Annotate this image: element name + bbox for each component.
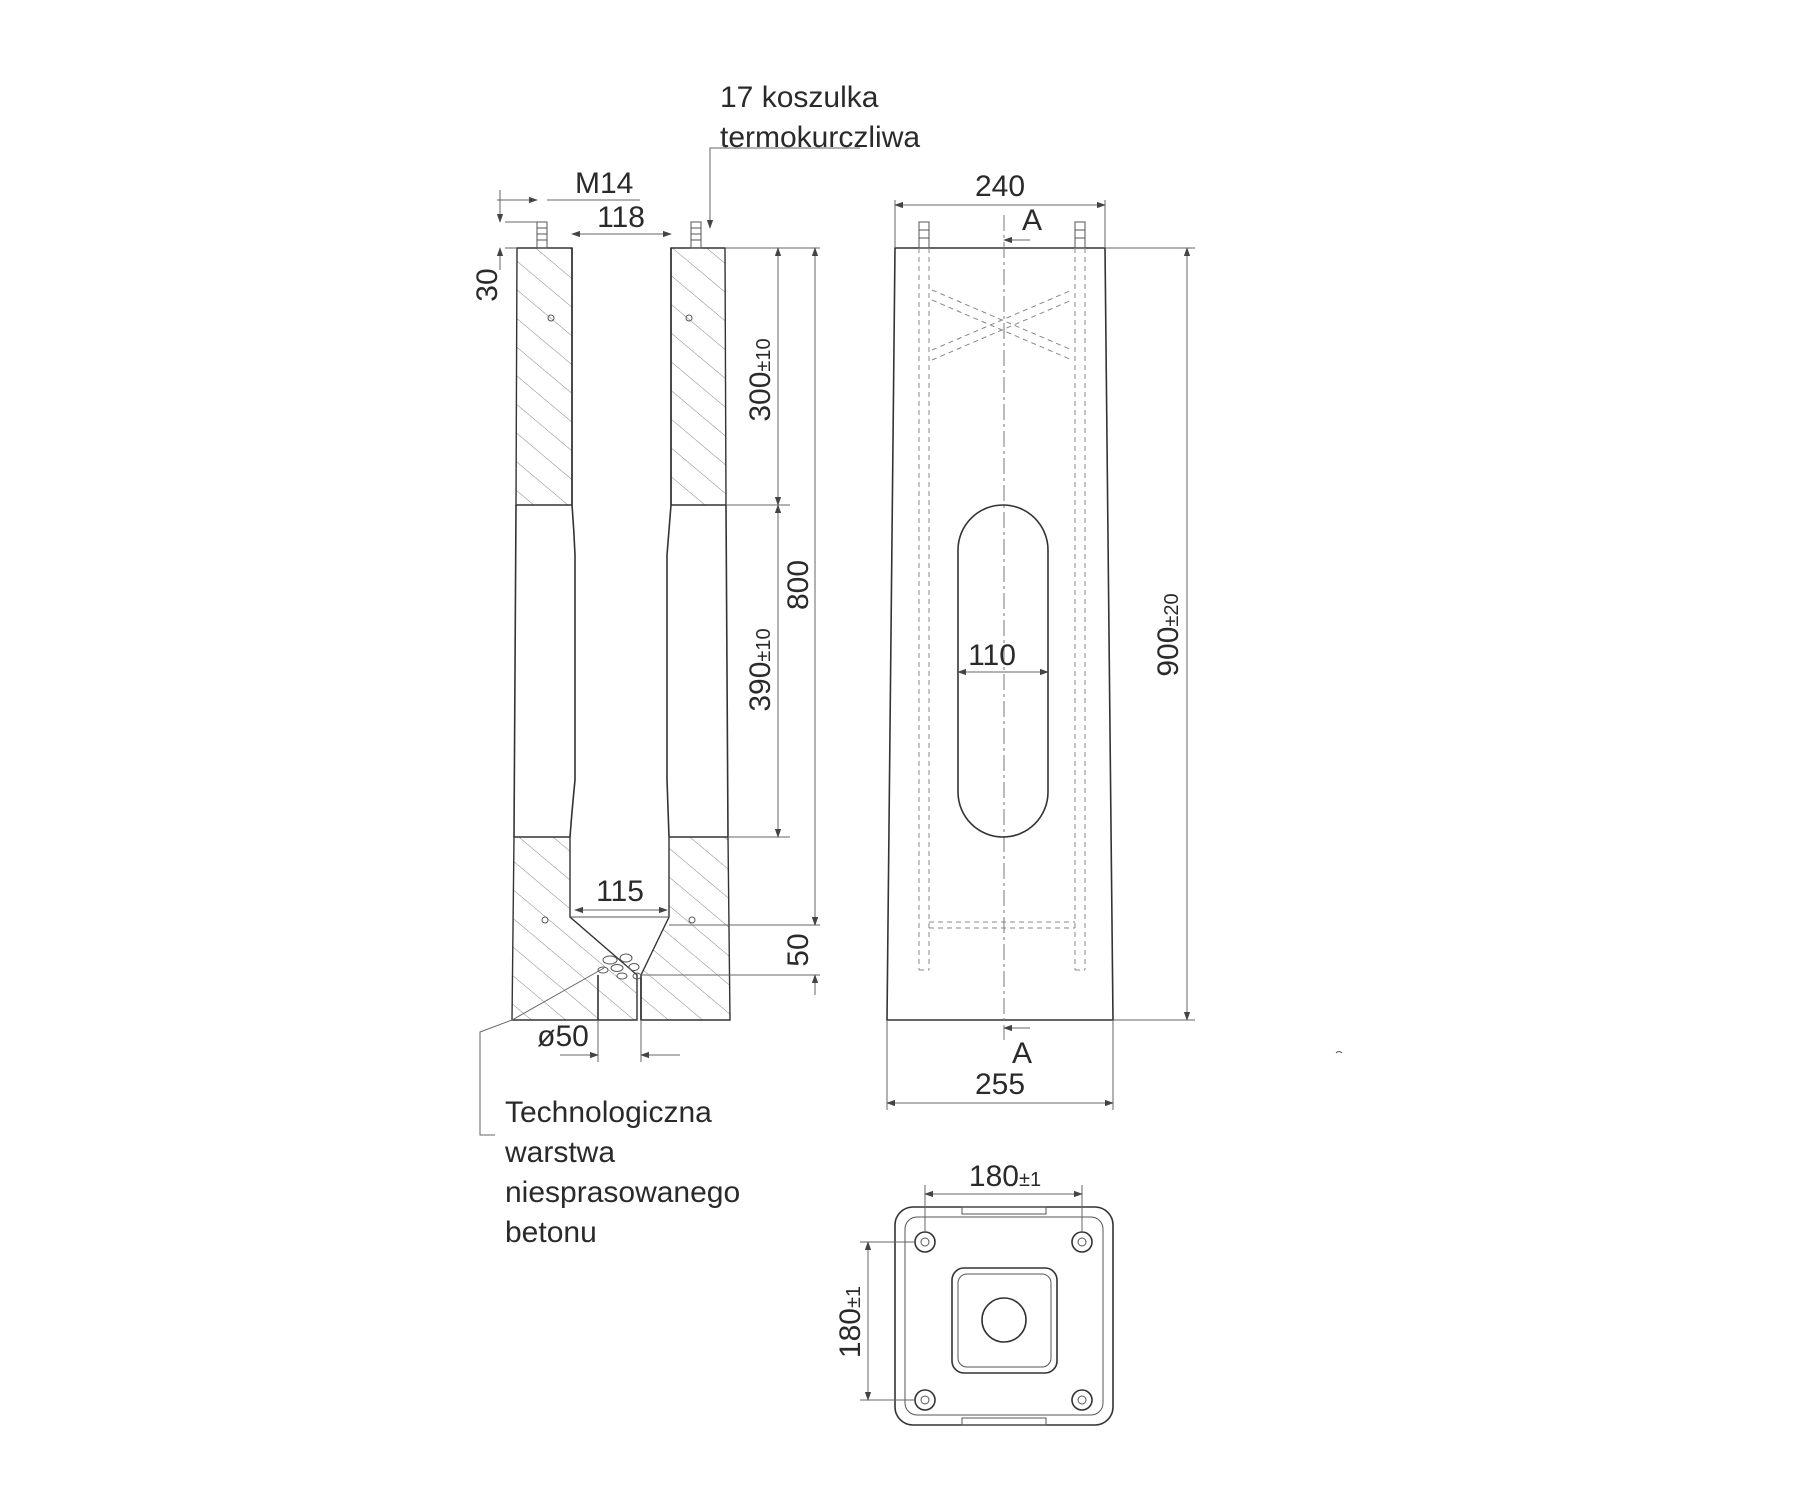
plan-recess xyxy=(951,1267,1058,1374)
slot-width-label: 110 xyxy=(968,639,1016,672)
inner-bore-left xyxy=(569,248,576,838)
bottom-offset-label: 50 xyxy=(782,933,815,966)
note-line-1: Technologiczna xyxy=(505,1096,712,1129)
upper-length-label: 300±10 xyxy=(744,338,777,421)
bottom-width-label: 255 xyxy=(975,1068,1025,1101)
anchor-bolt-left xyxy=(536,221,548,249)
plan-view: 180±1 180±1 xyxy=(834,1160,1114,1426)
front-bolt-left xyxy=(918,221,930,249)
plan-inner-frame xyxy=(904,1216,1104,1416)
plan-bolt-holes xyxy=(914,1231,1093,1411)
front-outline xyxy=(886,247,1114,1021)
inner-bore-right xyxy=(666,248,672,838)
drain-diameter-label: ø50 xyxy=(537,1020,589,1053)
hatch-upper-right xyxy=(670,247,727,506)
bolt-spacing-v-label: 180±1 xyxy=(834,1286,867,1358)
hatch-upper-left xyxy=(515,247,573,506)
total-inner-label: 800 xyxy=(782,560,815,610)
gravel-layer xyxy=(597,953,642,980)
front-bolt-right xyxy=(1074,221,1086,249)
top-width-label: 240 xyxy=(975,170,1025,203)
note-line-2: warstwa xyxy=(504,1136,615,1169)
note-line-4: betonu xyxy=(505,1216,597,1249)
inner-top-label: 118 xyxy=(597,201,645,234)
plan-center-hole xyxy=(981,1297,1027,1343)
sleeve-label-2: termokurczliwa xyxy=(720,121,920,154)
hatch-lower-left xyxy=(511,836,638,1021)
hatch-lower-right xyxy=(640,836,731,1021)
section-marker-bottom: A xyxy=(1012,1037,1032,1070)
thread-label: M14 xyxy=(575,167,633,200)
anchor-bolt-right xyxy=(690,221,702,249)
section-view: M14 30 118 17 koszulka termokurczliwa 30… xyxy=(471,81,920,1249)
bolt-height-label: 30 xyxy=(471,268,504,301)
bolt-spacing-h-label: 180±1 xyxy=(969,1160,1041,1193)
front-view: 110 A A 240 255 900±20 xyxy=(886,170,1343,1110)
note-line-3: niesprasowanego xyxy=(505,1176,740,1209)
height-total-label: 900±20 xyxy=(1152,593,1185,676)
mid-length-label: 390±10 xyxy=(744,628,777,711)
inner-bottom-label: 115 xyxy=(596,875,644,908)
section-marker-top: A xyxy=(1022,204,1042,237)
sleeve-label-1: 17 koszulka xyxy=(720,81,879,114)
